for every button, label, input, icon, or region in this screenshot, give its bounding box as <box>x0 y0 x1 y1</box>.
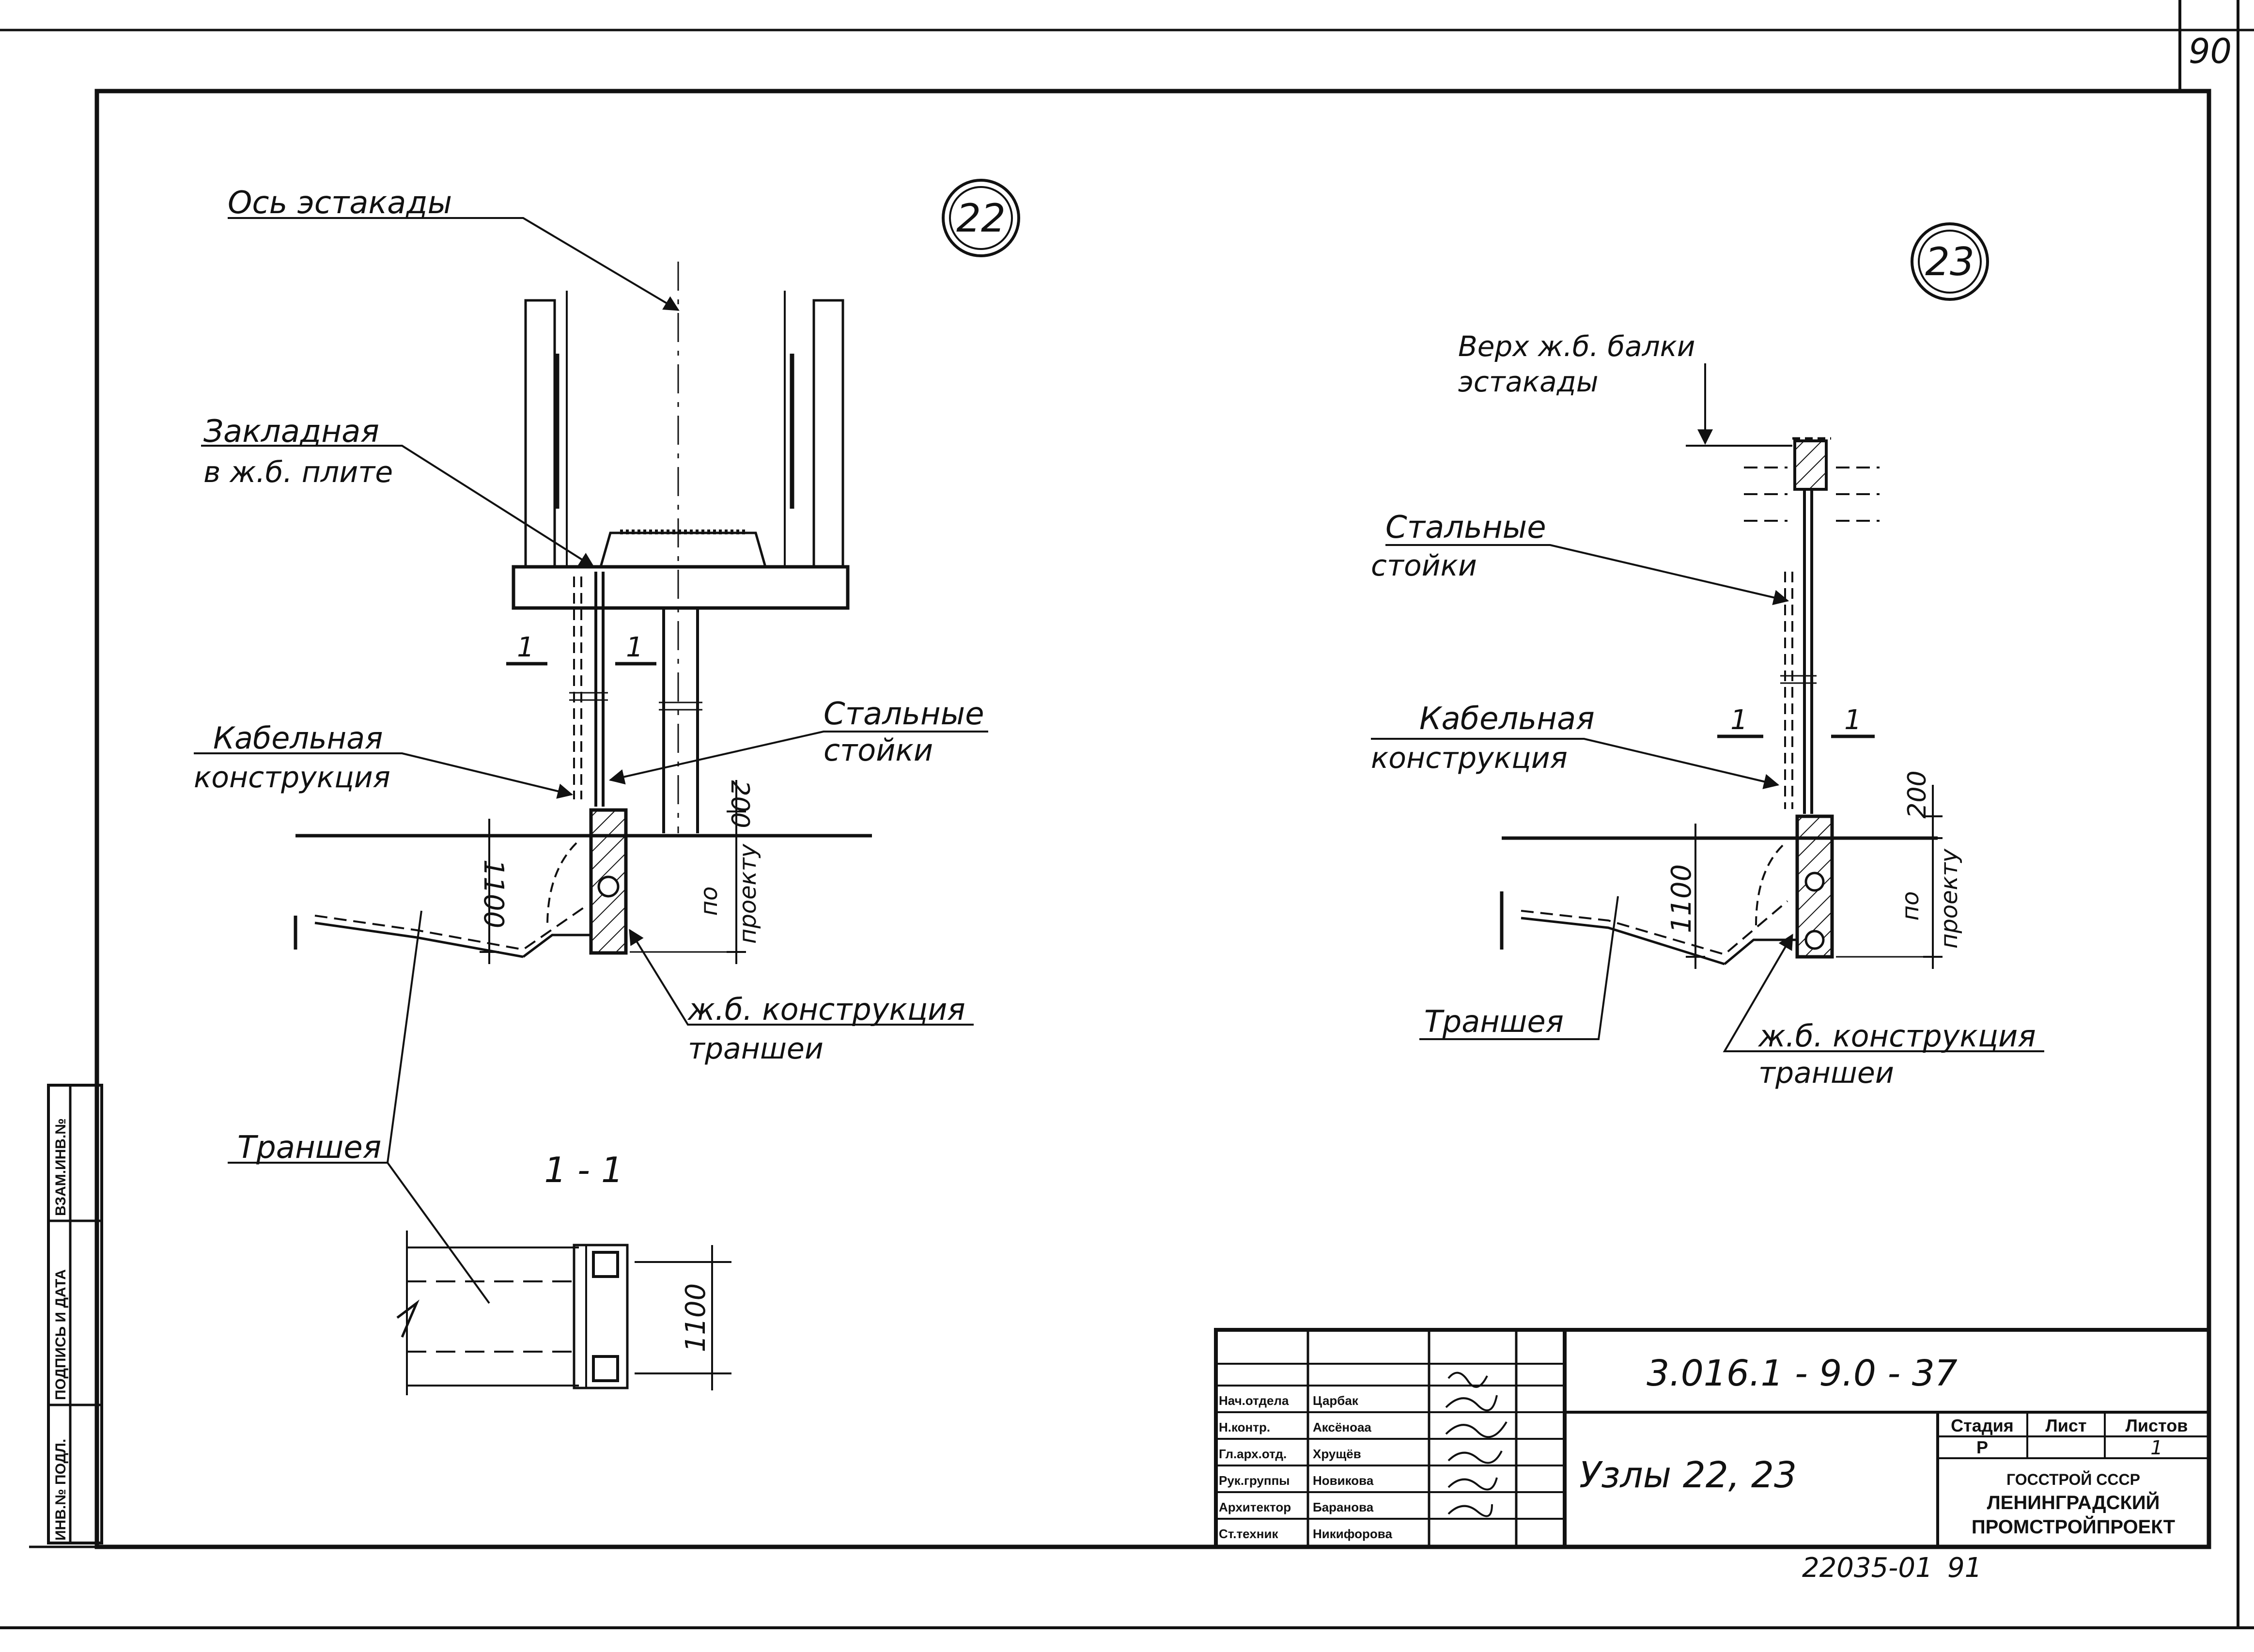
node-22-embed-label: Закладная <box>203 414 379 450</box>
node-23-trench-label: Траншея <box>1424 1004 1564 1039</box>
node-23-cable-label: Кабельная <box>1419 701 1595 737</box>
node-23-rc-label: ж.б. конструкция <box>1757 1018 2036 1054</box>
node-23-dim-top: 200 <box>1903 770 1932 818</box>
name-cell: Никифорова <box>1313 1527 1392 1541</box>
node-23-posts-label-2: стойки <box>1371 549 1477 583</box>
document-designation: 3.016.1 - 9.0 - 37 <box>1647 1353 1958 1394</box>
name-cell: Царбак <box>1313 1393 1359 1408</box>
node-23-number: 23 <box>1925 239 1974 284</box>
section-1-1-title: 1 - 1 <box>544 1150 623 1190</box>
org-line-2: ЛЕНИНГРАДСКИЙ <box>1987 1491 2160 1513</box>
node-23-drawing <box>1371 222 2044 1052</box>
node-22-drawing <box>194 179 1020 1304</box>
name-cell: Новикова <box>1313 1473 1374 1488</box>
sheets-value: 1 <box>2150 1437 2162 1459</box>
node-23-dim-project-2: проекту <box>1936 848 1963 949</box>
node-23-dim-project: по <box>1897 891 1924 921</box>
role-cell: Гл.арх.отд. <box>1219 1447 1287 1461</box>
node-23-cable-label-2: конструкция <box>1371 741 1568 775</box>
role-cell: Архитектор <box>1219 1500 1291 1514</box>
stage-value: Р <box>1976 1437 1988 1457</box>
node-22-dim-project-2: проекту <box>734 843 762 944</box>
node-23-dim-depth: 1100 <box>1666 864 1697 934</box>
node-22-dim-depth: 1100 <box>478 859 509 929</box>
side-stamp <box>47 1084 103 1544</box>
side-stamp-cell: ИНВ.№ ПОДЛ. <box>53 1439 69 1541</box>
node-22-section-mark: 1 <box>626 632 643 663</box>
name-cell: Аксёноаа <box>1313 1420 1371 1434</box>
name-cell: Хрущёв <box>1313 1447 1361 1461</box>
node-22-posts-label: Стальные <box>824 696 984 732</box>
node-22-embed-label-2: в ж.б. плите <box>203 455 393 489</box>
node-22-number: 22 <box>956 196 1006 241</box>
stage-header: Стадия <box>1951 1416 2014 1435</box>
node-22-rc-label: ж.б. конструкция <box>687 992 965 1027</box>
node-22-posts-label-2: стойки <box>824 732 933 768</box>
node-22-section-mark: 1 <box>517 632 534 663</box>
name-cell: Баранова <box>1313 1500 1374 1514</box>
side-stamp-cell: ВЗАМ.ИНВ.№ <box>53 1118 69 1216</box>
stamp-number: 22035-01 <box>1802 1552 1933 1584</box>
node-22-cable-label-2: конструкция <box>194 761 390 795</box>
side-stamp-cell: ПОДПИСЬ И ДАТА <box>53 1269 69 1400</box>
node-22-dim-top: 200 <box>725 780 754 828</box>
node-22-rc-label-2: траншеи <box>688 1032 824 1066</box>
node-23-section-mark: 1 <box>1730 704 1748 736</box>
node-23-posts-label: Стальные <box>1385 510 1546 545</box>
stamp-page: 91 <box>1947 1552 1982 1584</box>
role-cell: Н.контр. <box>1219 1420 1270 1434</box>
page-number: 90 <box>2189 31 2232 71</box>
role-cell: Ст.техник <box>1219 1527 1278 1541</box>
node-23-rc-label-2: траншеи <box>1758 1056 1894 1090</box>
role-cell: Рук.группы <box>1219 1473 1290 1488</box>
node-22-dim-project: по <box>696 887 723 916</box>
node-23-beam-label-2: эстакады <box>1458 365 1599 398</box>
node-22-trench-label: Траншея <box>237 1130 381 1166</box>
section-1-1-drawing <box>396 1231 731 1395</box>
node-22-axis-label: Ось эстакады <box>228 185 452 221</box>
org-line-1: ГОССТРОЙ СССР <box>2006 1471 2140 1488</box>
node-22-cable-label: Кабельная <box>213 720 383 756</box>
role-cell: Нач.отдела <box>1219 1393 1289 1408</box>
node-23-section-mark: 1 <box>1844 704 1862 736</box>
sheet-header: Лист <box>2045 1416 2086 1435</box>
title-block <box>1214 1328 2211 1549</box>
org-line-3: ПРОМСТРОЙПРОЕКТ <box>1972 1515 2175 1538</box>
node-23-beam-label: Верх ж.б. балки <box>1458 330 1695 363</box>
drawing-title: Узлы 22, 23 <box>1579 1454 1797 1496</box>
section-1-1-dim: 1100 <box>680 1283 712 1353</box>
sheets-header: Листов <box>2126 1416 2188 1435</box>
